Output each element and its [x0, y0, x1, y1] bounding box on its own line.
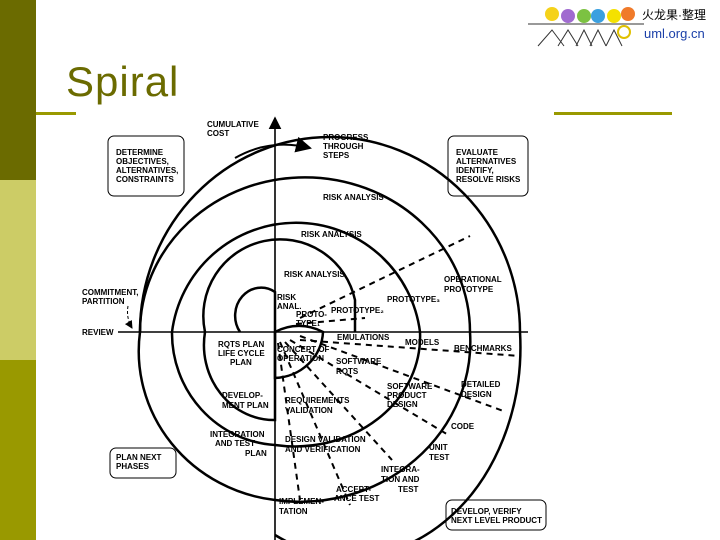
label-unit-test-1: UNIT — [429, 443, 448, 452]
label-develop-1: DEVELOP, VERIFY — [451, 507, 522, 516]
label-risk-4a: RISK — [277, 293, 296, 302]
label-progress-3: STEPS — [323, 151, 350, 160]
label-integration-test-3: TEST — [398, 485, 419, 494]
box-develop — [445, 499, 547, 531]
label-develop-2: NEXT LEVEL PRODUCT — [451, 516, 542, 525]
label-operational-1: OPERATIONAL — [444, 275, 502, 284]
axes — [118, 116, 528, 540]
label-design-validation-1: DESIGN VALIDATION — [285, 435, 366, 444]
site-logo — [524, 2, 720, 50]
spiral-loop-4-left — [137, 331, 276, 502]
label-proto1-a: PROTO- — [296, 310, 327, 319]
label-evaluate-3: IDENTIFY, — [456, 166, 494, 175]
logo-figures-icon — [528, 7, 644, 47]
label-rqts-3: PLAN — [230, 358, 252, 367]
label-req-validation-1: REQUIREMENTS — [285, 396, 350, 405]
label-review: REVIEW — [82, 328, 114, 337]
logo-text-cn: 火龙果·整理 — [642, 8, 706, 22]
label-devplan-1: DEVELOP- — [222, 391, 263, 400]
sidebar-mid-block — [0, 360, 36, 540]
spiral-loop-4 — [138, 176, 472, 503]
label-implementation-1: IMPLEMEN- — [279, 497, 324, 506]
label-integration-test-1: INTEGRA- — [381, 465, 420, 474]
label-risk-1: RISK ANALYSIS — [323, 193, 384, 202]
sidebar-dark-block — [0, 0, 36, 180]
label-progress-1: PROGRESS — [323, 133, 369, 142]
sidebar-decoration — [0, 0, 36, 540]
label-risk-3: RISK ANALYSIS — [284, 270, 345, 279]
label-integration-1: INTEGRATION — [210, 430, 265, 439]
label-plan-next-1: PLAN NEXT — [116, 453, 161, 462]
label-risk-2: RISK ANALYSIS — [301, 230, 362, 239]
label-software-design-1: SOFTWARE — [387, 382, 433, 391]
spiral-loop-2b — [202, 331, 277, 422]
label-operational-2: PROTOTYPE — [444, 285, 494, 294]
label-software-rqts-1: SOFTWARE — [336, 357, 382, 366]
label-determine-1: DETERMINE — [116, 148, 164, 157]
label-concept-2: OPERATION — [277, 354, 324, 363]
label-cumulative: CUMULATIVE — [207, 120, 260, 129]
label-detailed-design-2: DESIGN — [461, 390, 492, 399]
logo-url: uml.org.cn — [644, 26, 705, 41]
spiral-loop-2a — [202, 238, 357, 333]
label-benchmarks: BENCHMARKS — [454, 344, 512, 353]
label-software-rqts-2: RQTS — [336, 367, 359, 376]
spiral-loop-3-left — [170, 331, 276, 447]
slide-title: Spiral — [66, 58, 180, 105]
label-integration-3: PLAN — [245, 449, 267, 458]
spiral-loop-outer — [138, 135, 522, 540]
label-determine-4: CONSTRAINTS — [116, 175, 174, 184]
label-commitment-1: COMMITMENT, — [82, 288, 138, 297]
sidebar-light-block — [0, 180, 36, 360]
label-rqts-1: RQTS PLAN — [218, 340, 264, 349]
label-proto1-b: TYPE₁ — [296, 319, 321, 328]
label-integration-2: AND TEST — [215, 439, 255, 448]
label-proto3: PROTOTYPE₃ — [387, 295, 440, 304]
label-determine-3: ALTERNATIVES, — [116, 166, 178, 175]
dashed-dividers — [277, 235, 521, 506]
label-cost: COST — [207, 129, 229, 138]
label-models: MODELS — [405, 338, 440, 347]
title-rule-right — [554, 112, 672, 115]
box-determine — [107, 135, 185, 197]
label-acceptance-2: ANCE TEST — [334, 494, 379, 503]
progress-arrow-icon — [234, 136, 312, 159]
label-code: CODE — [451, 422, 475, 431]
label-detailed-design-1: DETAILED — [461, 380, 501, 389]
label-devplan-2: MENT PLAN — [222, 401, 269, 410]
label-software-design-2: PRODUCT — [387, 391, 427, 400]
label-integration-test-2: TION AND — [381, 475, 420, 484]
label-plan-next-2: PHASES — [116, 462, 150, 471]
box-plan-next — [109, 447, 177, 479]
label-commitment-2: PARTITION — [82, 297, 125, 306]
title-rule-left — [36, 112, 76, 115]
label-software-design-3: DESIGN — [387, 400, 418, 409]
label-evaluate-4: RESOLVE RISKS — [456, 175, 521, 184]
label-risk-4b: ANAL. — [277, 302, 301, 311]
label-emulations: EMULATIONS — [337, 333, 390, 342]
label-evaluate-2: ALTERNATIVES — [456, 157, 517, 166]
label-design-validation-2: AND VERIFICATION — [285, 445, 361, 454]
label-proto2: PROTOTYPE₂ — [331, 306, 384, 315]
label-evaluate-1: EVALUATE — [456, 148, 499, 157]
label-req-validation-2: VALIDATION — [285, 406, 333, 415]
label-concept-1: CONCEPT OF — [277, 345, 330, 354]
diagram-labels: CUMULATIVE COST PROGRESS THROUGH STEPS D… — [82, 120, 542, 525]
label-progress-2: THROUGH — [323, 142, 364, 151]
commitment-arrow-icon — [124, 305, 133, 329]
label-acceptance-1: ACCEPT- — [336, 485, 371, 494]
label-rqts-2: LIFE CYCLE — [218, 349, 265, 358]
label-determine-2: OBJECTIVES, — [116, 157, 169, 166]
label-implementation-2: TATION — [279, 507, 308, 516]
spiral-loop-3 — [170, 221, 422, 448]
label-unit-test-2: TEST — [429, 453, 450, 462]
box-evaluate — [447, 135, 529, 197]
